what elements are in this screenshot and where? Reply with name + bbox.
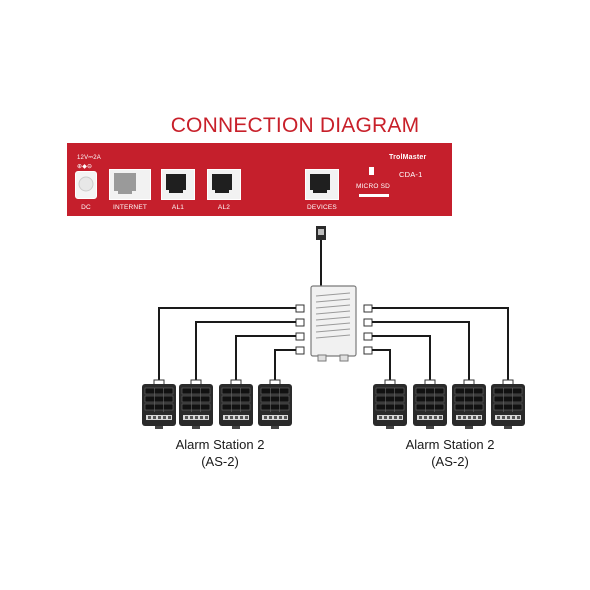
al1-label: AL1 (171, 204, 185, 211)
model-name: CDA-1 (399, 170, 423, 179)
internet-jack-icon (114, 173, 136, 194)
alarm-station-device (452, 379, 486, 429)
left-plugs (295, 304, 305, 355)
alarm-station-device (219, 379, 253, 429)
left-group-code: (AS-2) (201, 454, 239, 469)
right-group-name: Alarm Station 2 (405, 437, 495, 452)
alarm-station-device (413, 379, 447, 429)
alarm-station-device (373, 379, 407, 429)
alarm-station-device (179, 379, 213, 429)
brand-logo: TrolMaster (389, 154, 427, 161)
left-cables (158, 307, 296, 384)
dc-jack-icon (78, 176, 94, 192)
left-group-name: Alarm Station 2 (175, 437, 265, 452)
al1-jack-icon (166, 174, 186, 193)
devices-label: DEVICES (307, 204, 337, 211)
al2-label: AL2 (217, 204, 231, 211)
right-cables (372, 307, 509, 384)
internet-label: INTERNET (112, 204, 148, 211)
devices-jack-icon (310, 174, 330, 193)
micro-sd-slot (359, 194, 389, 197)
polarity-symbol: ⊕◆⊖ (77, 164, 93, 170)
micro-sd-icon (369, 167, 374, 175)
left-group-label: Alarm Station 2 (AS-2) (150, 436, 290, 470)
alarm-stations (142, 379, 525, 429)
splitter-hub (310, 285, 357, 362)
right-group-code: (AS-2) (431, 454, 469, 469)
al2-jack-icon (212, 174, 232, 193)
main-cable (316, 226, 326, 290)
right-plugs (363, 304, 373, 355)
right-group-label: Alarm Station 2 (AS-2) (380, 436, 520, 470)
power-rating: 12V⎓2A (77, 155, 102, 161)
alarm-station-device (258, 379, 292, 429)
dc-label: DC (81, 204, 91, 211)
alarm-station-device (491, 379, 525, 429)
micro-sd-label: MICRO SD (355, 183, 391, 190)
alarm-station-device (142, 379, 176, 429)
diagram-title: CONNECTION DIAGRAM (170, 114, 420, 137)
